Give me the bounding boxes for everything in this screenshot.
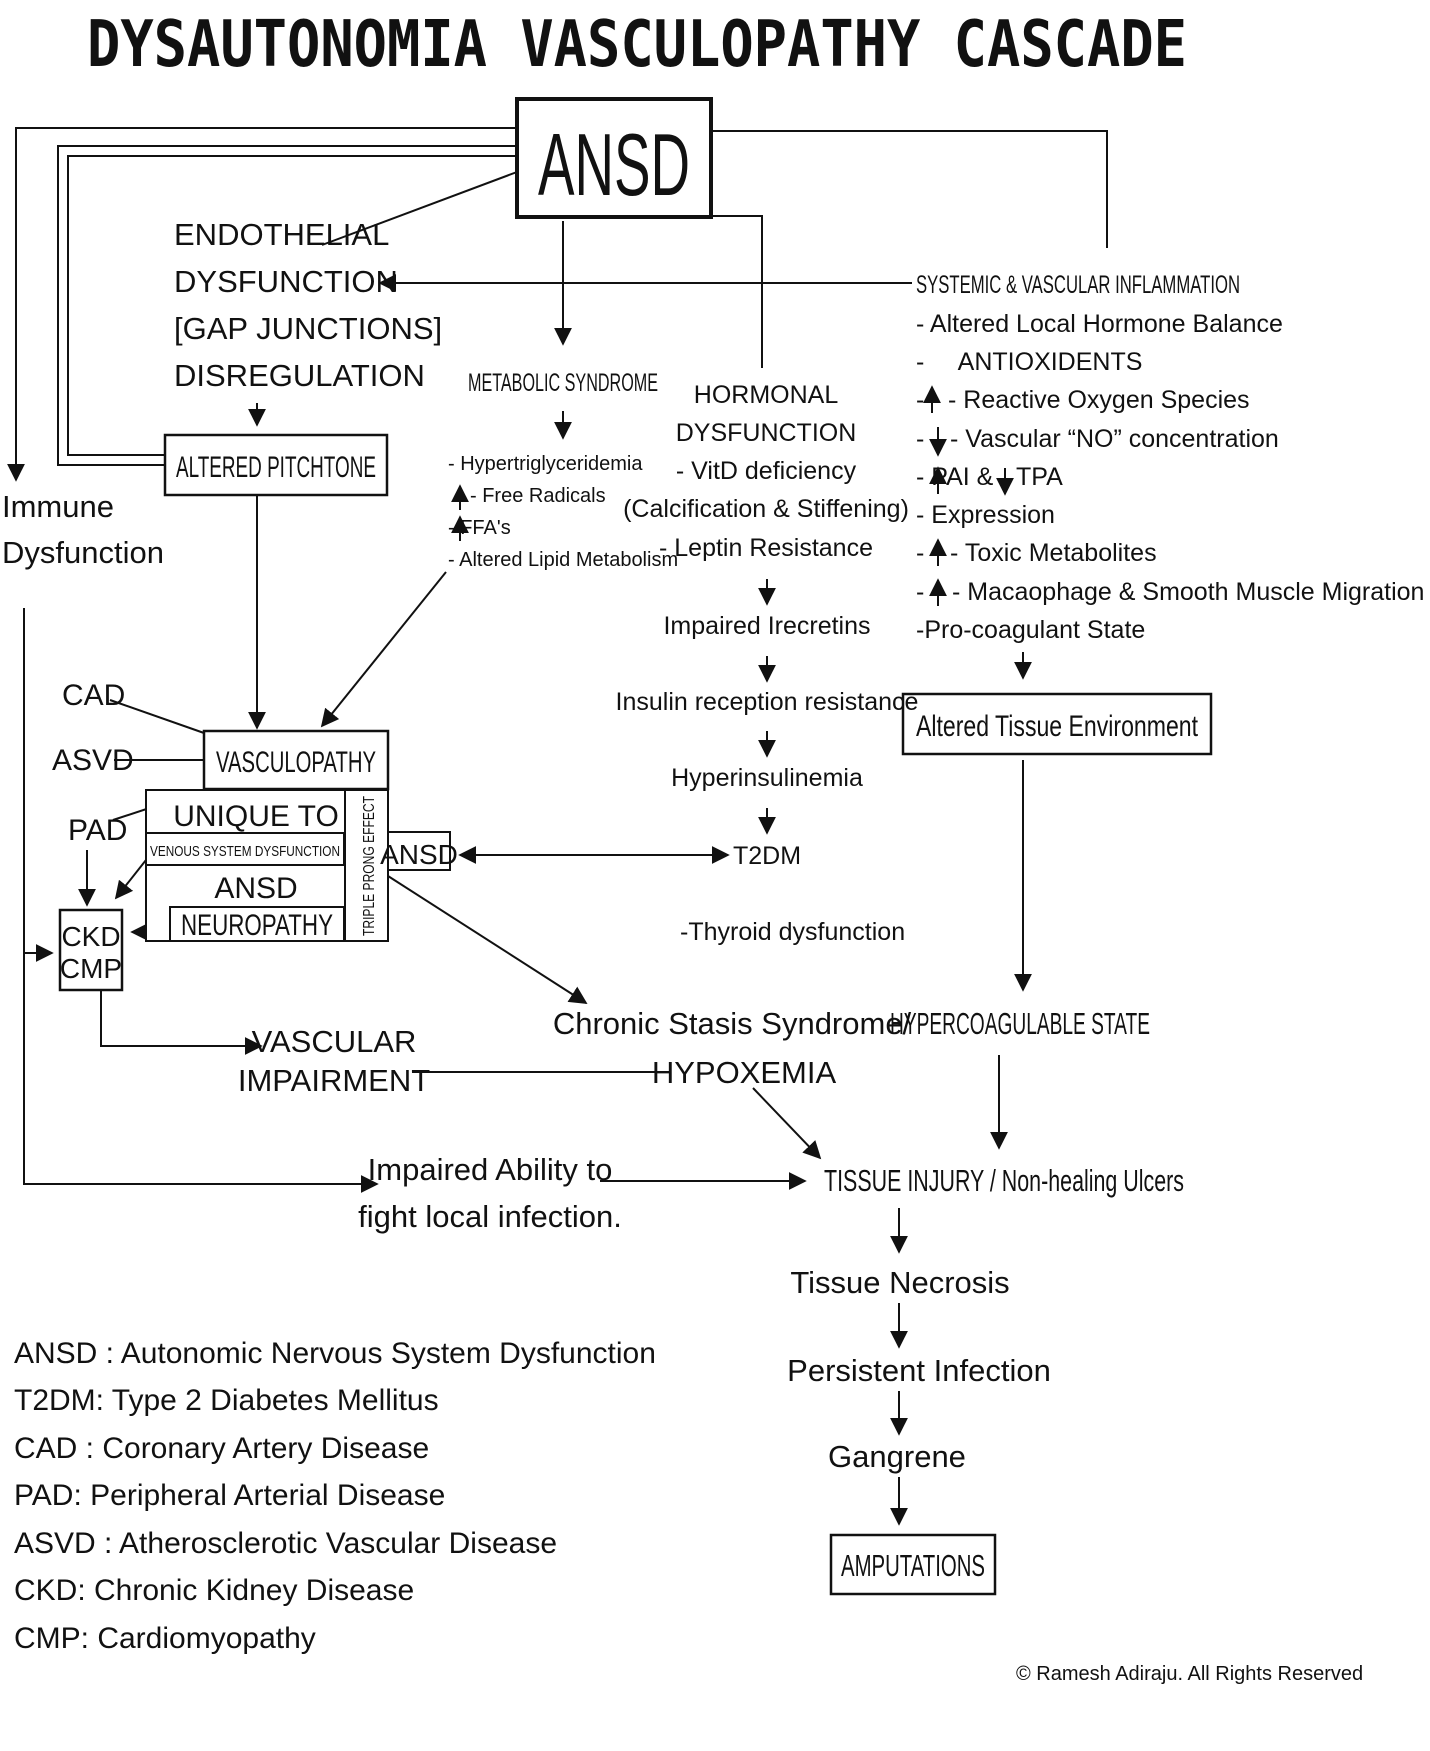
endothelial-line: DYSFUNCTION (174, 264, 398, 299)
tissue-injury-label: TISSUE INJURY / Non-healing Ulcers (824, 1163, 1184, 1198)
legend-item: ASVD : Atherosclerotic Vascular Disease (14, 1527, 557, 1560)
chronic-stasis-line: HYPOXEMIA (652, 1055, 837, 1090)
insulin-chain-item: Impaired Irecretins (663, 612, 870, 640)
legend-item: CKD: Chronic Kidney Disease (14, 1574, 414, 1607)
arrow-ckd-to-vascular-impairment (100, 990, 263, 1055)
ansd-small-label: ANSD (214, 872, 297, 905)
ckd-cmp-box (58, 908, 124, 992)
ckd-label: CKD (61, 921, 120, 952)
vasculopathy-label: VASCULOPATHY (216, 746, 376, 779)
ansd-main-box (515, 97, 713, 219)
hormonal-item: (Calcification & Stiffening) (623, 495, 909, 523)
unique-to-label: UNIQUE TO (173, 800, 339, 833)
arrow-stasis-to-tissue-injury (752, 1087, 822, 1160)
legend-item: ANSD : Autonomic Nervous System Dysfunct… (14, 1337, 656, 1370)
metabolic-item: - Free Radicals (470, 485, 606, 507)
altered-pitchtone-label: ALTERED PITCHTONE (176, 451, 376, 484)
hormonal-item: - Leptin Resistance (659, 534, 873, 562)
copyright-label: © Ramesh Adiraju. All Rights Reserved (1016, 1663, 1363, 1685)
pad-label: PAD (68, 814, 127, 847)
insulin-chain-item: Hyperinsulinemia (671, 764, 863, 792)
hypercoagulable-label: HYPERCOAGULABLE STATE (890, 1006, 1150, 1041)
vascular-impairment-line: VASCULAR (252, 1024, 417, 1059)
endothelial-block: ENDOTHELIAL DYSFUNCTION [GAP JUNCTIONS] … (174, 217, 442, 393)
arrow-venous-to-ckd (114, 859, 147, 900)
line-cad-to-vasculopathy (109, 699, 205, 734)
line-ansd-to-systemic (711, 130, 1108, 248)
hormonal-title-line: DYSFUNCTION (676, 419, 857, 447)
altered-pitchtone-box (163, 433, 389, 497)
insulin-chain: Impaired Irecretins Insulin reception re… (616, 612, 919, 870)
vasculopathy-box (202, 729, 390, 791)
arrow-ansd-to-immune (7, 127, 517, 482)
venous-box (145, 832, 345, 866)
amputations-label: AMPUTATIONS (841, 1548, 985, 1583)
thyroid-label: -Thyroid dysfunction (680, 918, 905, 946)
legend-item: CAD : Coronary Artery Disease (14, 1432, 429, 1465)
systemic-item: - - Toxic Metabolites (916, 539, 1157, 567)
altered-tissue-box (901, 692, 1213, 756)
systemic-item: - ANTIOXIDENTS (916, 348, 1142, 376)
metabolic-item: - FFA's (448, 517, 511, 539)
ansd-main-label: ANSD (538, 115, 690, 214)
systemic-item: - - Reactive Oxygen Species (916, 386, 1250, 414)
metabolic-items: - Hypertriglyceridemia - Free Radicals -… (448, 453, 678, 571)
impaired-ability-line: fight local infection. (358, 1199, 622, 1234)
immune-line: Dysfunction (2, 535, 164, 570)
systemic-item: - Altered Local Hormone Balance (916, 310, 1283, 338)
systemic-item: - - Macaophage & Smooth Muscle Migration (916, 578, 1424, 606)
arrow-ansd-to-stasis (387, 875, 588, 1004)
hormonal-title-line: HORMONAL (694, 381, 839, 409)
immune-line: Immune (2, 489, 114, 524)
endothelial-line: DISREGULATION (174, 358, 425, 393)
line-immune-down (23, 608, 379, 1193)
hormonal-block: HORMONAL DYSFUNCTION - VitD deficiency (… (623, 381, 909, 562)
asvd-label: ASVD (52, 744, 134, 777)
metabolic-title: METABOLIC SYNDROME (468, 369, 658, 397)
line-ansd-to-endothelial (321, 171, 518, 246)
systemic-item: - - Vascular “NO” concentration (916, 425, 1279, 453)
amputations-box (829, 1533, 997, 1596)
legend-item: T2DM: Type 2 Diabetes Mellitus (14, 1384, 439, 1417)
metabolic-item: - Altered Lipid Metabolism (448, 549, 678, 571)
vascular-impairment-line: IMPAIRMENT (238, 1063, 430, 1098)
impaired-ability-line: Impaired Ability to (368, 1152, 613, 1187)
legend: ANSD : Autonomic Nervous System Dysfunct… (14, 1337, 656, 1655)
systemic-item: -Pro-coagulant State (916, 616, 1145, 644)
systemic-item: - Expression (916, 501, 1055, 529)
endothelial-line: ENDOTHELIAL (174, 217, 389, 252)
cascade-item: Gangrene (828, 1439, 966, 1474)
chronic-stasis-line: Chronic Stasis Syndrome/ (553, 1006, 912, 1041)
altered-tissue-label: Altered Tissue Environment (916, 710, 1199, 743)
metabolic-item: - Hypertriglyceridemia (448, 453, 643, 475)
triple-prong-label: TRIPLE PRONG EFFECT (361, 796, 378, 936)
systemic-item: - PAI & (916, 463, 994, 491)
line-ansd-to-pitchtone-a (57, 145, 517, 466)
line-ansd-to-hormonal (711, 215, 763, 368)
cascade-item: Tissue Necrosis (790, 1265, 1009, 1300)
hormonal-item: - VitD deficiency (676, 457, 857, 485)
systemic-block: SYSTEMIC & VASCULAR INFLAMMATION - Alter… (916, 271, 1424, 644)
cad-label: CAD (62, 679, 125, 712)
systemic-title: SYSTEMIC & VASCULAR INFLAMMATION (916, 271, 1240, 299)
boxes (58, 97, 1213, 1596)
legend-item: CMP: Cardiomyopathy (14, 1622, 316, 1655)
arrow-metabolic-to-vasculopathy (320, 571, 447, 728)
cascade-item: Persistent Infection (787, 1353, 1051, 1388)
neuropathy-label: NEUROPATHY (181, 909, 333, 942)
ansd-side-label: ANSD (380, 839, 458, 870)
legend-item: PAD: Peripheral Arterial Disease (14, 1479, 445, 1512)
ansd-side-box (387, 831, 451, 871)
endothelial-line: [GAP JUNCTIONS] (174, 311, 442, 346)
systemic-item: TPA (1016, 463, 1063, 491)
insulin-chain-item: T2DM (733, 842, 801, 870)
cmp-label: CMP (60, 953, 122, 984)
line-ansd-to-pitchtone-b (67, 155, 517, 456)
page-title: DYSAUTONOMIA VASCULOPATHY CASCADE (87, 8, 1187, 82)
venous-label: VENOUS SYSTEM DYSFUNCTION (150, 843, 340, 860)
insulin-chain-item: Insulin reception resistance (616, 688, 919, 716)
